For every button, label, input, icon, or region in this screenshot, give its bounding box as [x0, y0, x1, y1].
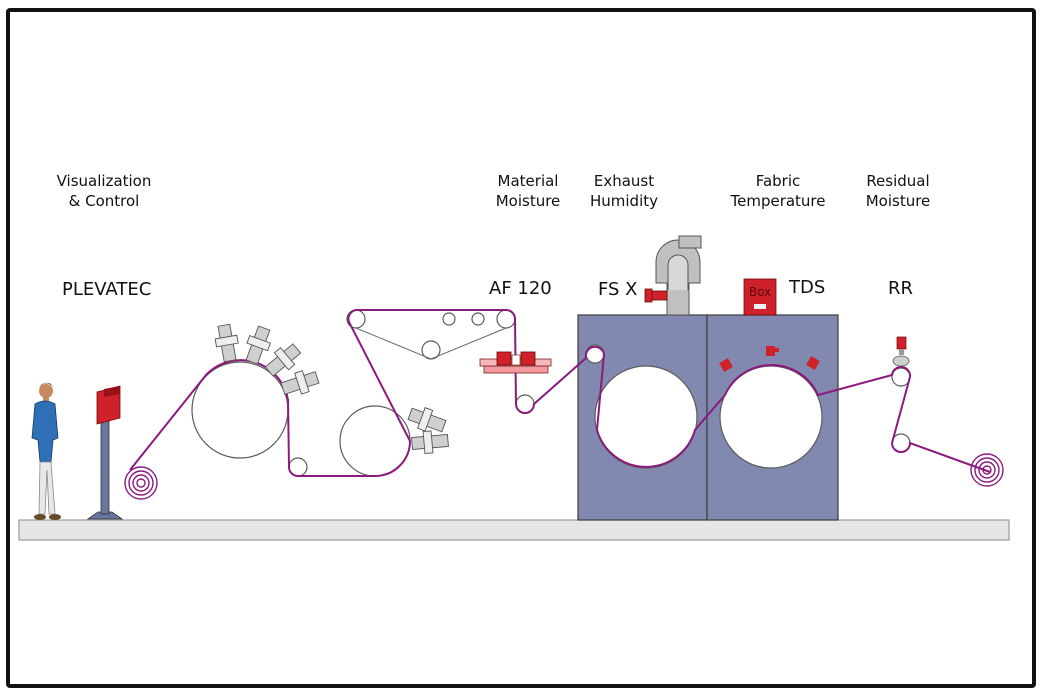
rollers [191, 309, 911, 477]
fabric-supply-roll [124, 466, 158, 500]
accumulator-belt [355, 327, 507, 360]
device-label-fsx: FS X [598, 279, 638, 300]
fsx-sensor [644, 288, 668, 303]
pressure-units-2 [407, 407, 449, 454]
guide-roller [442, 312, 456, 326]
guide-roller [471, 312, 485, 326]
tds-box [743, 278, 777, 316]
pressure-units-1 [214, 323, 320, 395]
tds-box-label: Box [749, 285, 771, 299]
operator-person-icon [31, 382, 61, 520]
large-cylinder-1 [191, 361, 289, 459]
af120-sensor [479, 351, 552, 374]
fabric-path [129, 309, 991, 477]
device-label-af120: AF 120 [489, 278, 552, 299]
plevatec-terminal [86, 385, 124, 520]
device-label-tds: TDS [789, 277, 826, 298]
tds-sensors [719, 346, 820, 372]
exhaust-fan [655, 235, 702, 316]
rr-sensor [892, 336, 910, 367]
dryer-drum-1 [594, 365, 698, 469]
label-visualization-control: Visualization& Control [56, 172, 152, 210]
diagram-frame [6, 8, 1036, 688]
floor-base [18, 519, 1010, 541]
device-label-plevatec: PLEVATEC [62, 279, 152, 300]
device-label-rr: RR [888, 278, 914, 299]
fabric-takeup-roll [970, 453, 1004, 487]
dryer-drum-2 [719, 365, 823, 469]
